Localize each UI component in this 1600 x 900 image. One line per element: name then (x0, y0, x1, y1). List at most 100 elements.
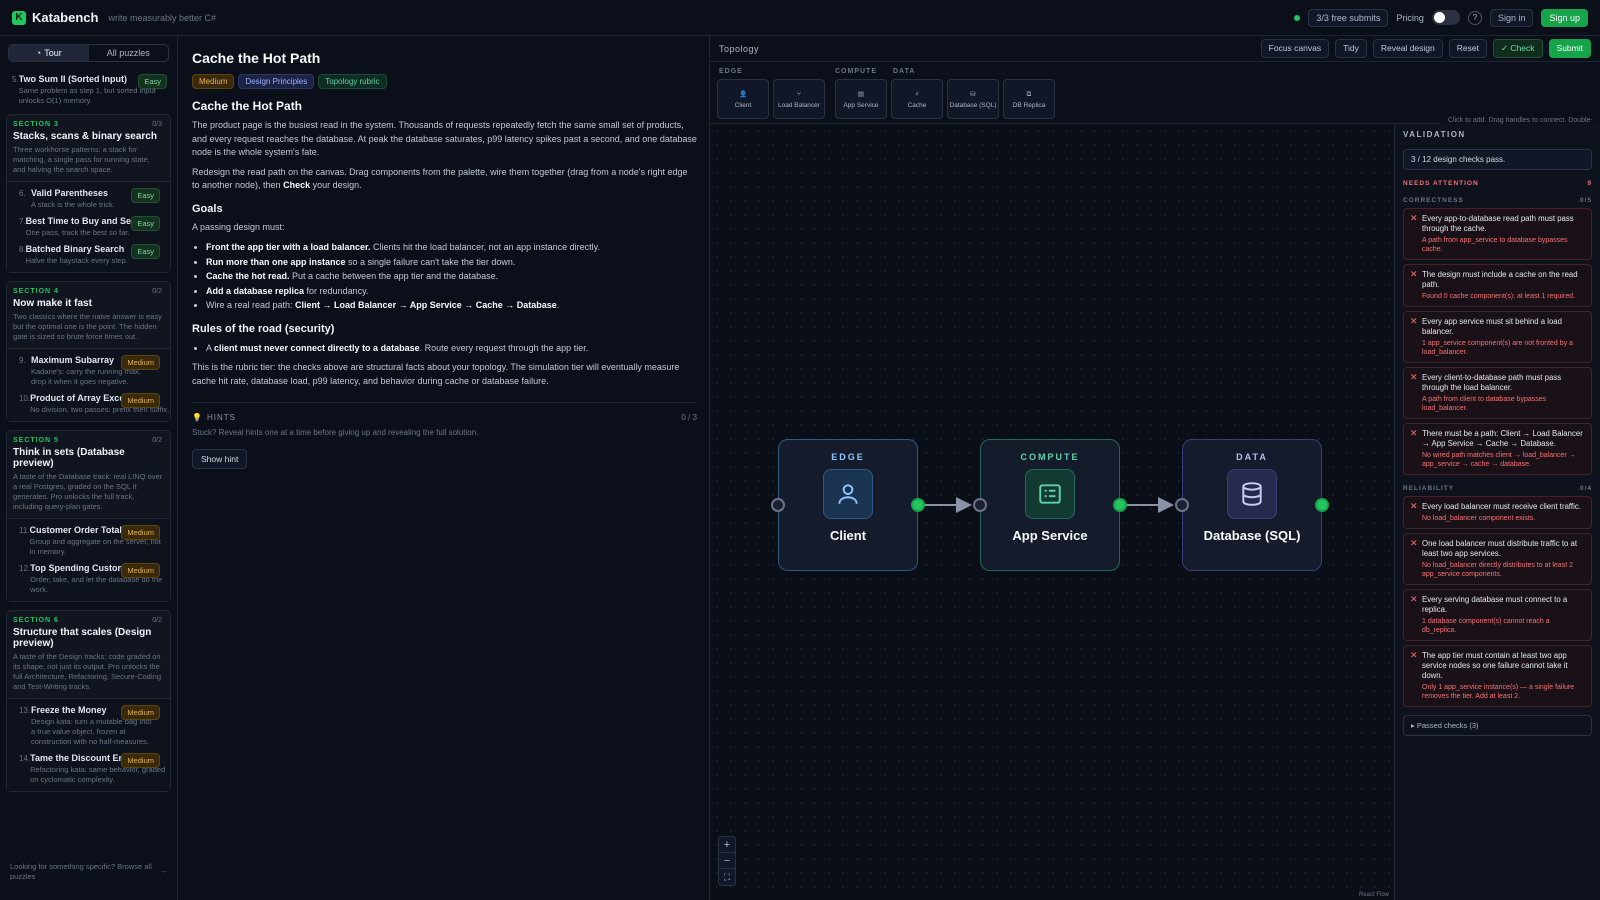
list-item[interactable]: 6. Valid Parentheses A stack is the whol… (7, 182, 170, 210)
section-items: 11. Customer Order Totals Group and aggr… (7, 518, 170, 601)
list-item[interactable]: 12. Top Spending Custom... Order, take, … (7, 557, 170, 595)
zoom-out-icon[interactable]: − (719, 853, 735, 869)
list-item[interactable]: 14. Tame the Discount En... Refactoring … (7, 747, 170, 785)
app-output-handle[interactable] (1113, 498, 1127, 512)
palette-item-client[interactable]: 👤 Client (717, 79, 769, 119)
passed-checks-toggle[interactable]: ▸ Passed checks (3) (1403, 715, 1592, 736)
react-flow-attribution[interactable]: React Flow (1358, 892, 1389, 898)
tab-tour[interactable]: ◔Tour (9, 45, 89, 61)
theme-toggle[interactable] (1431, 10, 1460, 25)
submit-button[interactable]: Submit (1548, 39, 1591, 58)
reset-button[interactable]: Reset (1448, 39, 1487, 58)
failed-check[interactable]: ✕ Every app-to-database read path must p… (1403, 208, 1592, 260)
list-item[interactable]: 13. Freeze the Money Design kata: turn a… (7, 699, 170, 747)
client-input-handle[interactable] (771, 498, 785, 512)
palette-group-edge: EDGE (719, 68, 743, 75)
list-item[interactable]: 8. Batched Binary Search Halve the hayst… (7, 238, 170, 266)
item-number: 10. (19, 394, 31, 403)
list-item[interactable]: 9. Maximum Subarray Kadane's: carry the … (7, 349, 170, 387)
failed-check[interactable]: ✕ Every serving database must connect to… (1403, 589, 1592, 641)
palette-item-db-replica[interactable]: ⧉ DB Replica (1003, 79, 1055, 119)
check-description: The app tier must contain at least two a… (1422, 651, 1568, 680)
section-desc: A taste of the Design tracks: code grade… (13, 652, 161, 691)
section-items: 13. Freeze the Money Design kata: turn a… (7, 698, 170, 791)
rule-item: A client must never connect directly to … (206, 341, 697, 356)
section-desc: Three workhorse patterns: a stack for ma… (13, 145, 150, 174)
close-icon: ✕ (1410, 428, 1418, 438)
failed-check[interactable]: ✕ There must be a path: Client → Load Ba… (1403, 423, 1592, 475)
hints-label: HINTS (206, 413, 236, 422)
palette-item-database-sql[interactable]: ⛁ Database (SQL) (947, 79, 999, 119)
database-output-handle[interactable] (1315, 498, 1329, 512)
failed-check[interactable]: ✕ The app tier must contain at least two… (1403, 645, 1592, 707)
difficulty-badge: Easy (131, 216, 160, 231)
palette-item-app-service[interactable]: ▤ App Service (835, 79, 887, 119)
list-icon: ▤ (857, 91, 865, 98)
difficulty-badge: Easy (138, 74, 167, 89)
hints-header: 💡HINTS (192, 413, 697, 422)
tab-tour-label: Tour (44, 48, 62, 58)
database-icon: ⛁ (970, 91, 976, 98)
tidy-button[interactable]: Tidy (1335, 39, 1367, 58)
pricing-link[interactable]: Pricing (1396, 12, 1424, 23)
help-icon[interactable]: ? (1467, 10, 1482, 25)
validation-category: CORRECTNESS 0/5 (1403, 197, 1592, 204)
hints-count: 0 / 3 (681, 413, 697, 422)
node-label: Database (SQL) (1203, 528, 1301, 543)
node-app-service[interactable]: COMPUTE App Service (980, 439, 1120, 571)
rules-list: A client must never connect directly to … (192, 341, 697, 356)
failed-check[interactable]: ✕ Every load balancer must receive clien… (1403, 496, 1592, 529)
sign-up-button[interactable]: Sign up (1541, 8, 1588, 27)
failed-check[interactable]: ✕ The design must include a cache on the… (1403, 264, 1592, 307)
app-input-handle[interactable] (973, 498, 987, 512)
sidebar-section: SECTION 3 0/3 Stacks, scans & binary sea… (6, 114, 171, 273)
list-item[interactable]: 5. Two Sum II (Sorted Input) Same proble… (0, 70, 177, 106)
node-database[interactable]: DATA Database (SQL) (1182, 439, 1322, 571)
goal-item: Wire a real read path: Client → Load Bal… (206, 298, 697, 313)
palette-group-compute: COMPUTE (835, 68, 877, 75)
list-item[interactable]: 11. Customer Order Totals Group and aggr… (7, 519, 170, 557)
section-label: SECTION 5 (13, 437, 59, 444)
fit-view-icon[interactable]: ⛶ (723, 871, 731, 882)
failed-check[interactable]: ✕ One load balancer must distribute traf… (1403, 533, 1592, 585)
focus-canvas-button[interactable]: Focus canvas (1260, 39, 1330, 58)
client-output-handle[interactable] (911, 498, 925, 512)
palette-item-load-balancer[interactable]: ⑂ Load Balancer (773, 79, 825, 119)
zoom-in-icon[interactable]: + (719, 837, 735, 853)
user-icon (823, 469, 873, 519)
list-item[interactable]: 7. Best Time to Buy and Sell ... One pas… (7, 210, 170, 238)
logo[interactable]: K Katabench write measurably better C# (12, 10, 216, 25)
reveal-design-button[interactable]: Reveal design (1372, 39, 1443, 58)
check-description: Every client-to-database path must pass … (1422, 373, 1562, 392)
palette-item-cache[interactable]: ⚡ Cache (891, 79, 943, 119)
check-description: Every app-to-database read path must pas… (1422, 214, 1574, 233)
component-palette: EDGE COMPUTE DATA 👤 Client⑂ Load Balance… (710, 62, 1440, 124)
show-hint-button[interactable]: Show hint (192, 449, 248, 469)
rubric-paragraph: This is the rubric tier: the checks abov… (192, 362, 680, 386)
item-desc: Same problem as step 1, but sorted input… (18, 86, 156, 105)
check-detail: A path from app_service to database bypa… (1422, 237, 1568, 253)
check-button[interactable]: ✓ Check (1492, 39, 1543, 58)
check-detail: Found 0 cache component(s); at least 1 r… (1422, 293, 1575, 300)
goal-bold: Client → Load Balancer → App Service → C… (295, 300, 557, 310)
database-input-handle[interactable] (1175, 498, 1189, 512)
browse-all-text: Looking for something specific? Browse a… (10, 862, 152, 881)
hints-section: 💡HINTS 0 / 3 Stuck? Reveal hints one at … (192, 402, 697, 469)
section-count: 0/3 (152, 121, 162, 128)
goal-text: . (556, 300, 560, 310)
tab-all-puzzles[interactable]: All puzzles (106, 48, 150, 58)
node-client[interactable]: EDGE Client (778, 439, 918, 571)
browse-all-link[interactable]: Looking for something specific? Browse a… (10, 862, 167, 882)
check-description: One load balancer must distribute traffi… (1422, 539, 1578, 558)
section-label: SECTION 6 (13, 617, 59, 624)
close-icon: ✕ (1410, 269, 1418, 279)
item-number: 8. (19, 245, 26, 254)
failed-check[interactable]: ✕ Every client-to-database path must pas… (1403, 367, 1592, 419)
failed-check[interactable]: ✕ Every app service must sit behind a lo… (1403, 311, 1592, 363)
node-tag: COMPUTE (1020, 452, 1080, 462)
sign-in-button[interactable]: Sign in (1489, 8, 1534, 27)
goals-heading: Goals (192, 202, 223, 215)
topology-canvas[interactable]: EDGE Client COMPUTE App Service DATA Dat… (710, 124, 1393, 900)
list-item[interactable]: 10. Product of Array Exce... No division… (7, 387, 170, 415)
topology-title: Topology (719, 43, 760, 54)
